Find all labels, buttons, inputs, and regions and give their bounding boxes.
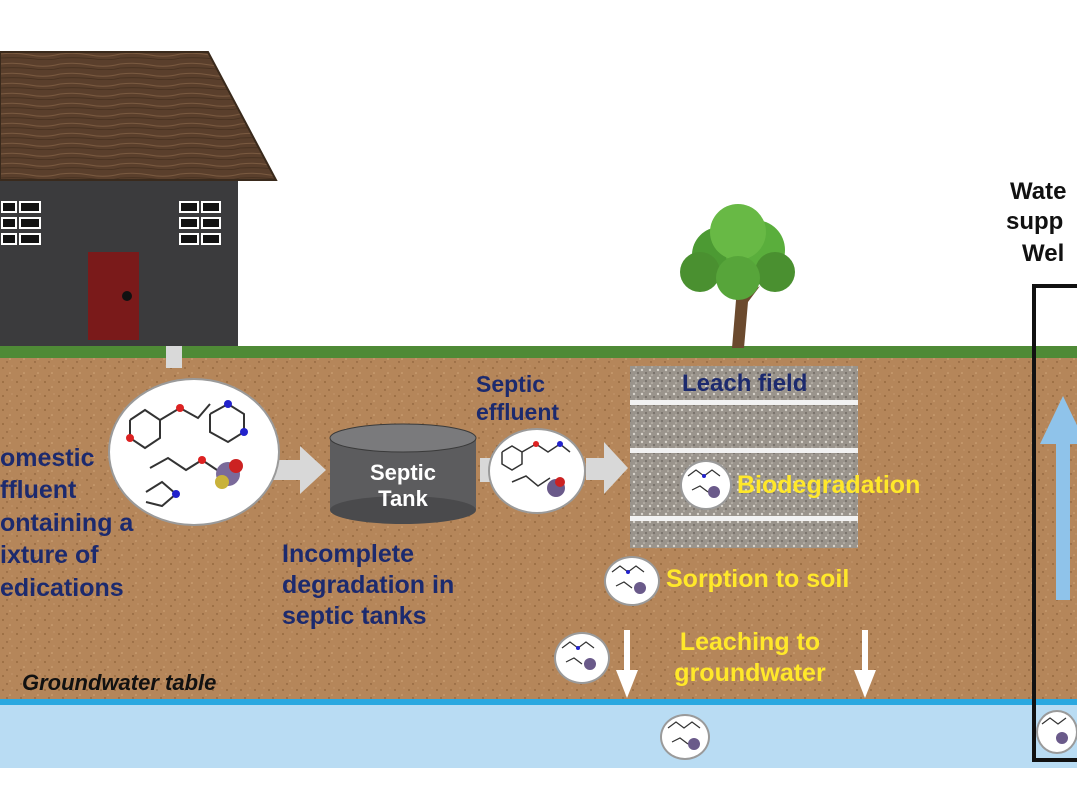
arrow-icon <box>272 446 326 494</box>
domestic-effluent-line-1: omestic <box>0 444 95 472</box>
arrow-icon <box>586 442 628 494</box>
molecule-bubble-icon <box>604 556 660 606</box>
groundwater-layer <box>0 704 1077 768</box>
incomplete-degradation-line-1: Incomplete <box>282 540 414 568</box>
leaching-label-2: groundwater <box>674 659 826 687</box>
molecule-bubble-icon <box>488 428 586 514</box>
molecule-bubble-icon <box>554 632 610 684</box>
water-table-line <box>0 699 1077 705</box>
molecule-bubble-icon <box>108 378 280 526</box>
leach-field-icon <box>630 366 858 548</box>
arrow-icon <box>616 630 876 698</box>
septic-tank-label-2: Tank <box>378 486 428 511</box>
biodegradation-label: Biodegradation <box>737 471 921 499</box>
molecule-bubble-icon <box>1036 710 1077 754</box>
domestic-effluent-line-3: ontaining a <box>0 509 134 537</box>
molecule-bubble-icon <box>680 460 732 510</box>
sorption-label: Sorption to soil <box>666 565 850 593</box>
septic-tank-icon <box>329 423 477 524</box>
house-icon <box>0 51 278 368</box>
well-label-2: supp <box>1006 208 1064 235</box>
groundwater-table-label: Groundwater table <box>22 670 217 695</box>
leaching-label-1: Leaching to <box>679 628 821 656</box>
domestic-effluent-line-5: edications <box>0 574 124 602</box>
incomplete-degradation-line-3: septic tanks <box>282 602 427 630</box>
well-icon <box>1032 284 1077 762</box>
leach-field-label: Leach field <box>682 370 808 397</box>
septic-effluent-label-1: Septic <box>476 371 546 397</box>
septic-effluent-label-2: effluent <box>476 399 560 425</box>
tree-icon <box>680 204 795 348</box>
well-label-3: Wel <box>1022 240 1065 267</box>
incomplete-degradation-line-2: degradation in <box>282 571 455 599</box>
septic-tank-label-1: Septic <box>369 460 437 485</box>
domestic-effluent-line-4: ixture of <box>0 541 99 569</box>
well-label-1: Wate <box>1010 178 1067 205</box>
domestic-effluent-line-2: ffluent <box>0 476 77 504</box>
molecule-bubble-icon <box>660 714 710 760</box>
grass-line <box>0 346 1077 358</box>
